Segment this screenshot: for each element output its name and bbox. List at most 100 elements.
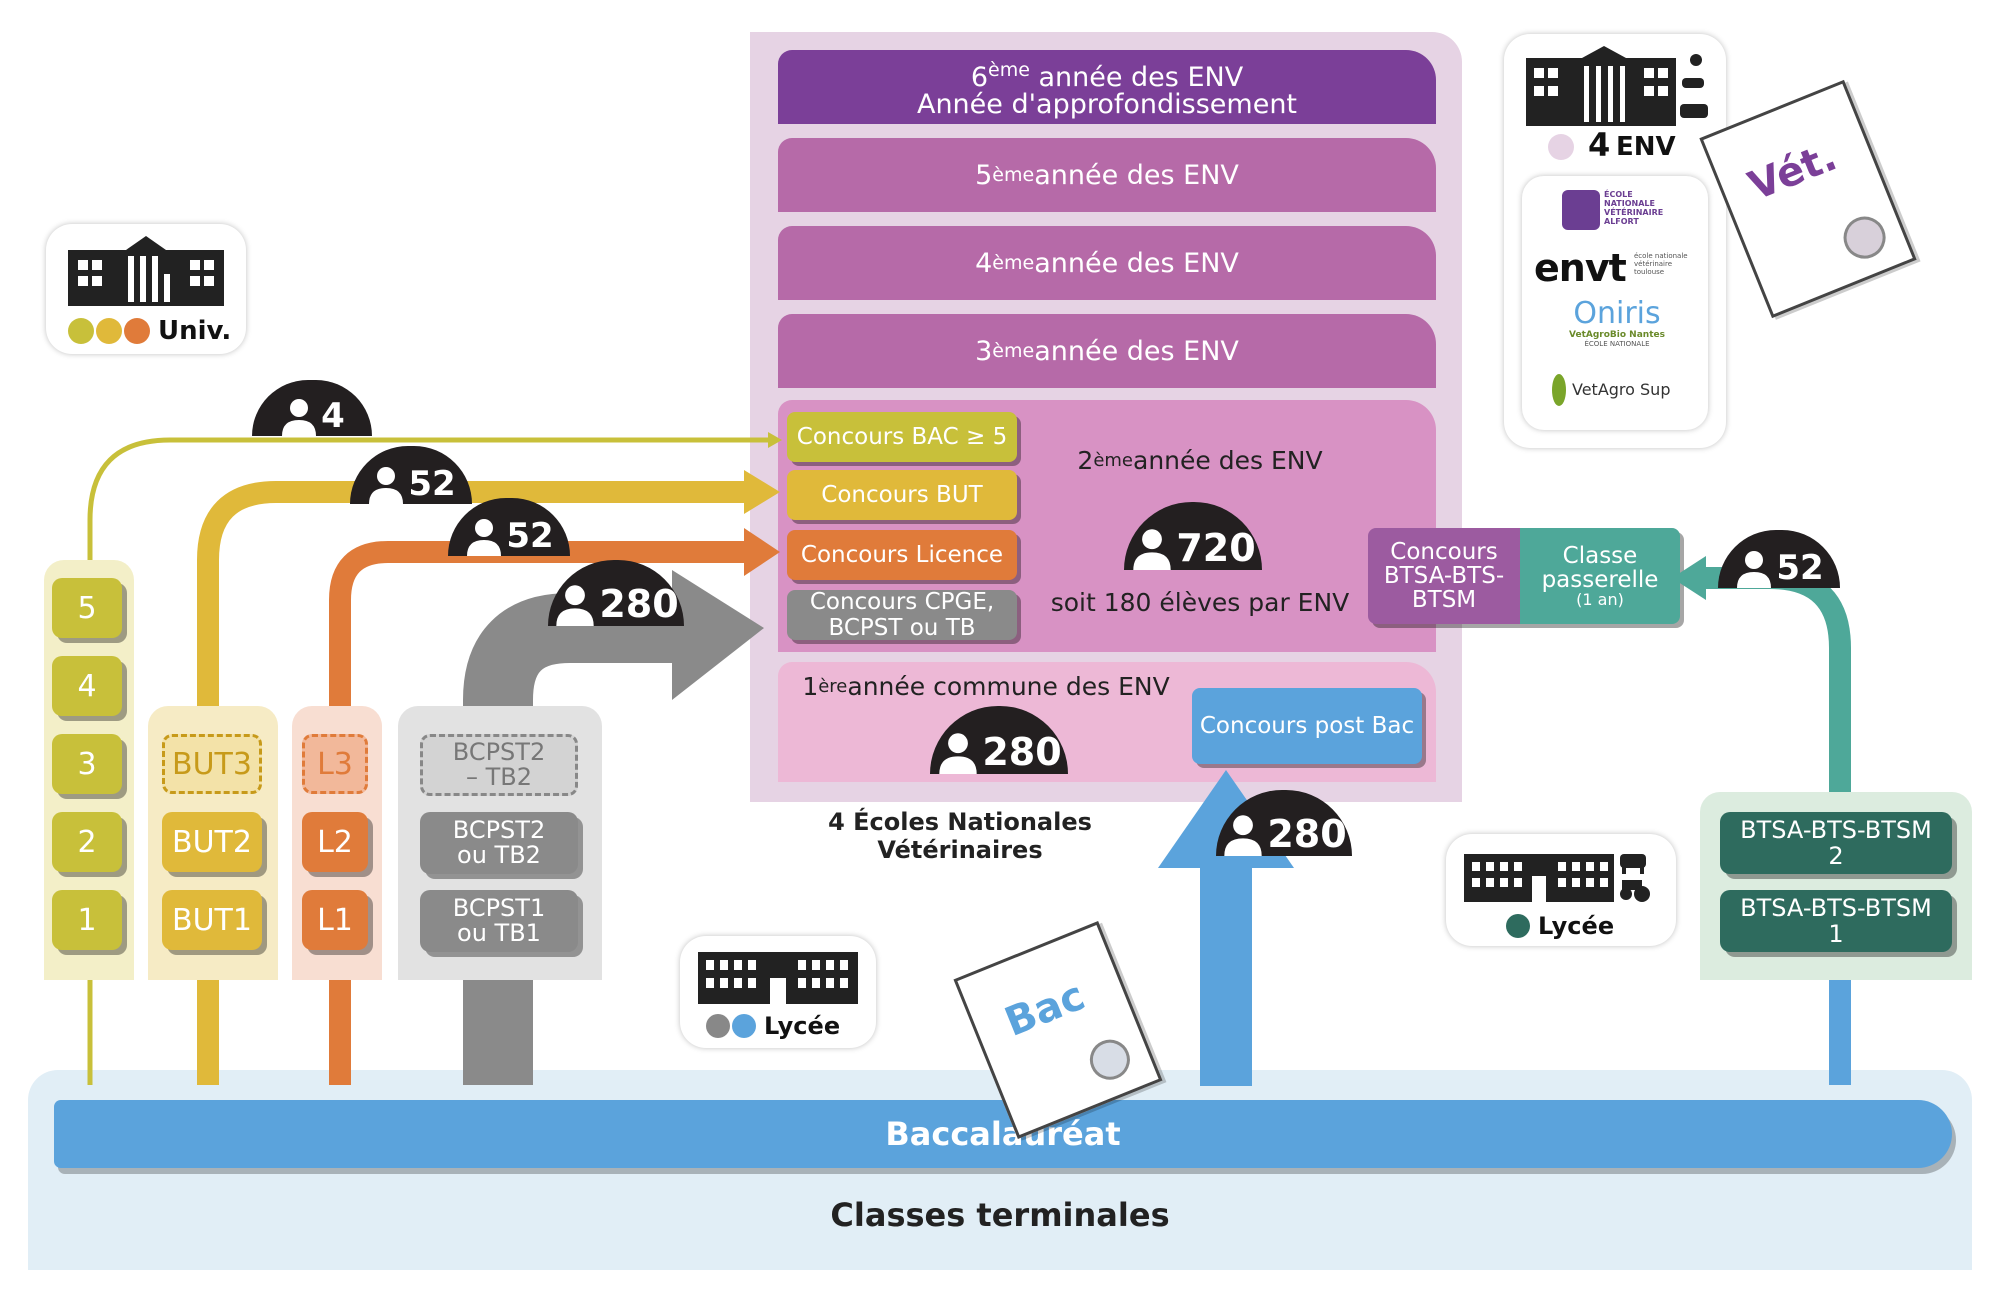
arrow-but-head (744, 470, 780, 514)
cpge-bcpst1: BCPST1 ou TB1 (420, 890, 578, 952)
env-label: ENV (1616, 132, 1676, 162)
btsa-y2-line1: BTSA-BTS-BTSM (1740, 816, 1932, 844)
count-post-bac: 280 (1267, 812, 1347, 856)
person-icon (467, 519, 502, 556)
alfort-line1: ÉCOLE (1604, 190, 1633, 199)
env-schools-box: ÉCOLE NATIONALE VÉTÉRINAIRE ALFORT envt … (1522, 176, 1708, 430)
y6-subtitle: Année d'approfondissement (916, 88, 1298, 120)
but-2: BUT2 (162, 812, 262, 872)
concours-but: Concours BUT (787, 470, 1017, 520)
y5-rest: année des ENV (1034, 159, 1239, 191)
y1-sup: ère (818, 675, 848, 697)
arrow-bac5 (87, 437, 768, 560)
y5-num: 5 (975, 159, 993, 191)
lycee-agricole-building-icon (1464, 854, 1650, 902)
alfort-line4: ALFORT (1604, 217, 1639, 226)
lycee-left-dot-blue (732, 1014, 756, 1038)
vet-diploma-label: Vét. (1742, 133, 1844, 210)
env-dot (1548, 134, 1574, 160)
count-bac5: 4 (321, 396, 345, 436)
y1-num: 1 (802, 671, 819, 701)
count-cpge: 280 (599, 582, 679, 626)
envt-sub: école nationale vétérinaire toulouse (1634, 252, 1688, 276)
cpge-b2-line1: BCPST2 (452, 816, 546, 844)
vetagro-drop-icon (1552, 374, 1566, 406)
count-licence: 52 (506, 516, 554, 556)
arrow-btsa (1700, 567, 1851, 800)
y3-sup: ème (992, 340, 1035, 362)
btsa-y1-line2: 1 (1828, 920, 1844, 948)
univ-dot-olive (68, 318, 94, 344)
tractor-icon (1620, 880, 1650, 902)
btsa-line1: Concours (1390, 539, 1498, 565)
y4-rest: année des ENV (1034, 247, 1239, 279)
count-720: 720 (1176, 526, 1256, 570)
person-icon (369, 467, 404, 504)
univ-label: Univ. (158, 316, 232, 346)
y3-num: 3 (975, 335, 993, 367)
univ-year-3: 3 (52, 734, 122, 794)
cpge-line1: Concours CPGE, (809, 589, 995, 615)
btsa-y1-line1: BTSA-BTS-BTSM (1740, 894, 1932, 922)
envt-name: envt (1534, 246, 1627, 290)
btsa-line2: BTSA-BTS- (1383, 563, 1505, 589)
rosette-icon (1083, 1033, 1136, 1086)
envt-logo: envt école nationale vétérinaire toulous… (1534, 246, 1704, 290)
univ-dot-yellow (96, 318, 122, 344)
lycee-left-dot-grey (706, 1014, 730, 1038)
animals-icon (1680, 54, 1708, 118)
cpge-b1-line1: BCPST1 (452, 894, 546, 922)
alfort-logo: ÉCOLE NATIONALE VÉTÉRINAIRE ALFORT (1562, 190, 1672, 234)
univ-year-5: 5 (52, 578, 122, 638)
y2-rest: année des ENV (1133, 445, 1323, 475)
passerelle-line1: Classe (1562, 543, 1638, 569)
arrow-licence (329, 541, 748, 1085)
alfort-line2: NATIONALE (1604, 199, 1655, 208)
univ-year-4: 4 (52, 656, 122, 716)
lycee-left-label: Lycée (764, 1012, 841, 1040)
btsa-line3: BTSM (1411, 587, 1477, 613)
lycee-right-dot-green (1506, 914, 1530, 938)
btsa-year-2: BTSA-BTS-BTSM 2 (1720, 812, 1952, 874)
cpge-b2dash-line1: BCPST2 (452, 738, 546, 766)
count-btsa: 52 (1776, 548, 1824, 588)
univ-year-1: 1 (52, 890, 122, 950)
person-icon (1133, 529, 1172, 570)
alfort-emblem-icon (1562, 190, 1600, 230)
oniris-logo: Oniris VetAgroBio Nantes ÉCOLE NATIONALE (1552, 298, 1682, 358)
y5-sup: ème (992, 164, 1035, 186)
cpge-bcpst2: BCPST2 ou TB2 (420, 812, 578, 874)
y6-sup: ème (988, 58, 1030, 81)
passerelle-line2: passerelle (1541, 567, 1659, 593)
oniris-line3: ÉCOLE NATIONALE (1584, 340, 1650, 348)
vetagro-name: VetAgro Sup (1572, 380, 1671, 399)
passerelle-line3: (1 an) (1576, 590, 1624, 609)
arrow-postbac-stem (1200, 860, 1252, 1086)
arrow-cpge (463, 593, 680, 1085)
env-year-6: 6ème année des ENV Année d'approfondisse… (778, 50, 1436, 124)
licence-1: L1 (302, 890, 368, 950)
licence-3: L3 (302, 734, 368, 794)
rosette-icon (1837, 210, 1892, 265)
cpge-b2dash-line2: – TB2 (465, 763, 533, 791)
env-building-icon (1526, 46, 1708, 126)
concours-bac5: Concours BAC ≥ 5 (787, 412, 1017, 462)
alfort-line3: VÉTÉRINAIRE (1604, 208, 1664, 217)
person-icon (1737, 551, 1772, 588)
cpge-b2-line2: ou TB2 (457, 841, 541, 869)
y4-sup: ème (992, 252, 1035, 274)
oniris-name: Oniris (1573, 296, 1661, 331)
y2-sup: ème (1093, 449, 1134, 471)
baccalaureat-label: Baccalauréat (885, 1115, 1121, 1153)
person-icon (556, 585, 595, 626)
y6-rest: année des ENV (1029, 61, 1244, 93)
vetagro-logo: VetAgro Sup (1552, 372, 1702, 412)
btsa-y2-line2: 2 (1828, 842, 1844, 870)
cow-icon (1620, 854, 1646, 874)
arrow-licence-head (744, 528, 780, 576)
baccalaureat-bar: Baccalauréat (54, 1100, 1952, 1168)
lycee-right-card: Lycée (1446, 834, 1676, 946)
